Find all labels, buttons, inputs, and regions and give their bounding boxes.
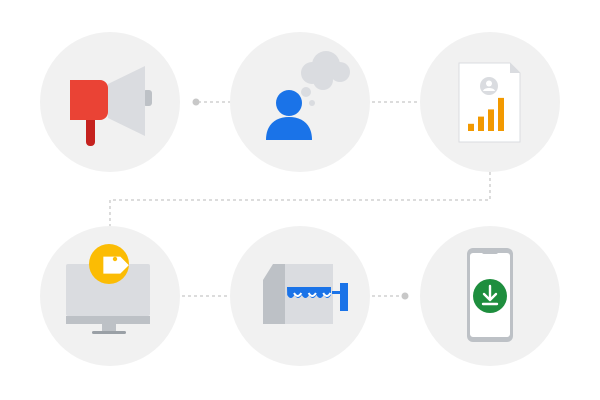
step-report <box>420 32 560 172</box>
thought-cloud <box>301 51 350 106</box>
step-online-offer <box>40 226 180 366</box>
step-advertise <box>40 32 180 172</box>
step-consider <box>230 32 370 172</box>
storefront-icon <box>263 264 348 324</box>
step-store-visit <box>230 226 370 366</box>
person-thinking-icon <box>266 51 350 140</box>
report-bar-4 <box>498 97 504 131</box>
step-app-download <box>420 226 560 366</box>
download-icon <box>473 279 507 313</box>
monitor-price-tag-icon <box>66 244 150 334</box>
connector-dot-2 <box>401 292 409 300</box>
connectors <box>109 101 491 297</box>
report-bar-2 <box>478 116 484 131</box>
phone-download-icon <box>467 248 513 342</box>
report-bar-3 <box>488 109 494 131</box>
connector-3-4 <box>109 172 491 226</box>
bar-chart-report-icon <box>458 62 521 143</box>
report-bar-1 <box>468 123 474 131</box>
megaphone-icon <box>70 66 152 146</box>
connector-dot-1 <box>192 98 200 106</box>
report-bar-chart <box>468 97 504 131</box>
price-tag-icon <box>89 244 129 284</box>
